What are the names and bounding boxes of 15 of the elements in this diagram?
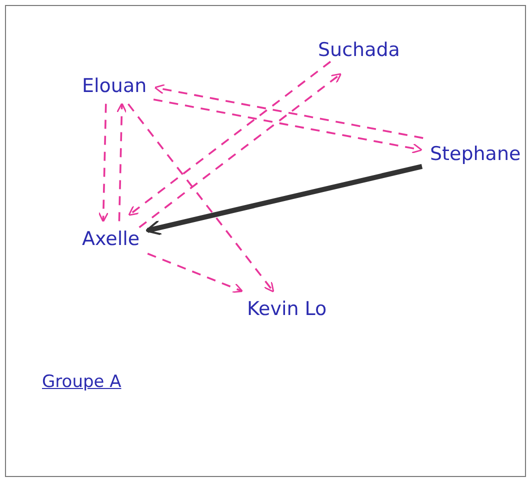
name-label: Axelle [78,225,144,253]
name-label: Kevin Lo [243,295,331,323]
group-title: Groupe A [42,372,122,392]
dashed-arrow [128,103,274,292]
name-label: Stephane [426,140,525,168]
thick-arrow [145,164,423,236]
dashed-arrow [128,60,332,216]
dashed-arrow [98,104,109,222]
dashed-arrow [116,102,127,222]
dashed-arrow [153,98,422,154]
dashed-arrow [138,73,342,228]
name-label: Elouan [78,72,151,100]
name-label: Suchada [314,36,404,64]
dashed-arrow [147,252,244,293]
dashed-arrow [154,84,424,139]
